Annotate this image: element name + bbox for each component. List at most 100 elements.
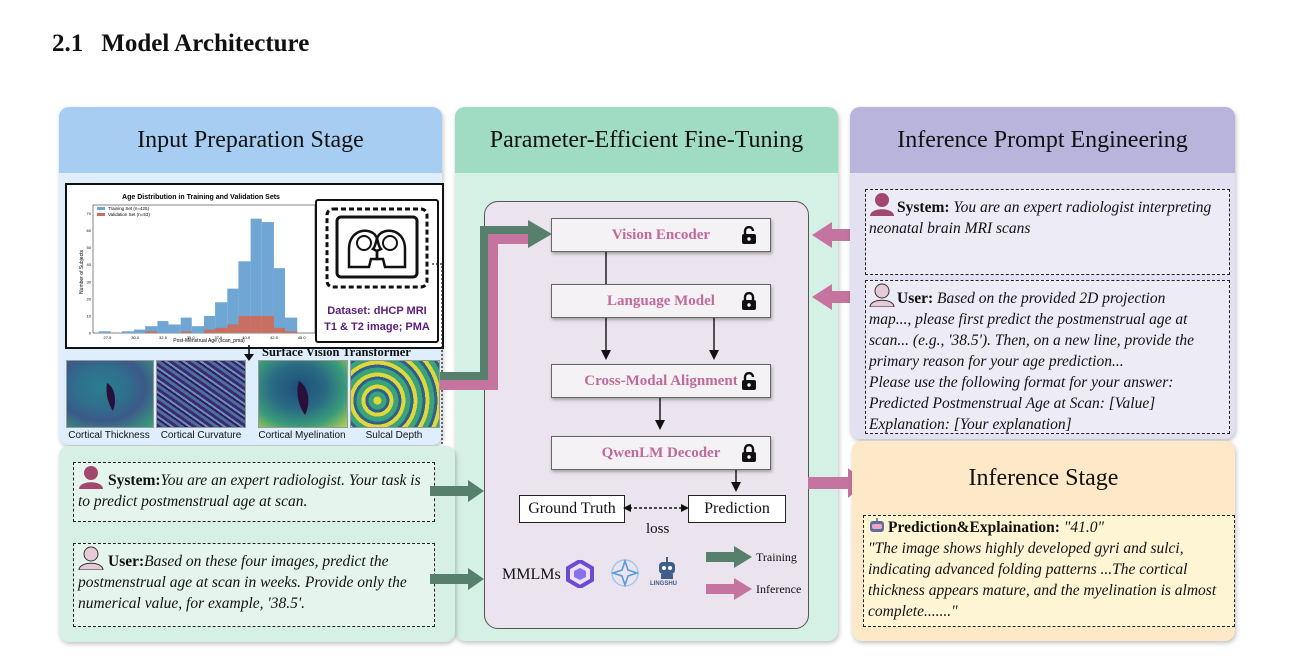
thumb-cortical-thickness [66, 360, 154, 428]
x-tick-label: 40.0 [242, 335, 251, 340]
training-bar [191, 326, 204, 333]
lingshu-logo-icon [659, 557, 675, 579]
training-bar [227, 288, 239, 333]
model-box [484, 201, 809, 629]
training-bar [145, 326, 158, 333]
vision-encoder-block: Vision Encoder [551, 218, 771, 252]
chart-ylabel: Number of Subjects [79, 250, 85, 294]
thumb-label-myelination: Cortical Myelination [258, 430, 346, 441]
validation-bar [204, 329, 216, 333]
lingshu-label: LINGSHU [650, 581, 677, 587]
decoder-block: QwenLM Decoder [551, 436, 771, 470]
y-tick-label: 40 [87, 262, 92, 267]
y-tick-label: 60 [87, 228, 92, 233]
train-prompt-panel [59, 446, 455, 642]
validation-bar [180, 331, 192, 333]
prediction-box: Prediction [688, 495, 786, 523]
prompt-panel-header [850, 107, 1235, 173]
cross-modal-label: Cross-Modal Alignment [584, 373, 738, 389]
dataset-icon-box: Dataset: dHCP MRI T1 & T2 image; PMA [315, 199, 439, 343]
input-panel-header [59, 107, 442, 173]
loss-arrow [623, 504, 689, 512]
chart-title: Age Distribution in Training and Validat… [122, 194, 280, 201]
legend-swatch-training [97, 207, 105, 210]
dataset-text-line-2: T1 & T2 image; PMA [324, 321, 430, 333]
train-user-prompt: User:Based on these four images, predict… [73, 543, 435, 627]
language-model-label: Language Model [607, 293, 715, 309]
train-system-text: You are an expert radiologist. Your task… [78, 472, 421, 510]
training-bar [250, 218, 262, 333]
infer-user-prompt: User: Based on the provided 2D projectio… [865, 280, 1230, 434]
inference-result-label: Prediction&Explaination: [888, 519, 1060, 536]
model-flow-arrows [601, 250, 741, 492]
x-tick-label: 37.5 [215, 335, 224, 340]
training-legend-label: Training [756, 550, 797, 564]
age-chart-box: Age Distribution in Training and Validat… [65, 183, 444, 349]
validation-bar [261, 315, 274, 333]
thumb-sulcal-depth [350, 360, 440, 428]
inference-legend-arrow [706, 578, 752, 600]
robot-icon [870, 518, 884, 532]
section-number: 2.1 [52, 30, 84, 57]
x-tick-label: 30.0 [131, 335, 140, 340]
inference-result-text: "The image shows highly developed gyri a… [868, 540, 1217, 620]
thumb-cortical-curvature [156, 360, 246, 428]
y-tick-label: 0 [89, 331, 92, 336]
y-tick-label: 10 [87, 313, 92, 318]
vision-encoder-label: Vision Encoder [611, 227, 711, 243]
infer-system-text: You are an expert radiologist interpreti… [869, 199, 1212, 237]
validation-bar [250, 315, 262, 333]
infer-system-label: System: [897, 199, 950, 216]
peft-panel-header [455, 107, 838, 173]
x-tick-label: 32.5 [159, 335, 168, 340]
training-bar [134, 329, 146, 333]
brain-laptop-icon [325, 207, 429, 289]
training-bar [121, 331, 135, 333]
y-tick-label: 70 [87, 211, 92, 216]
training-bar [215, 302, 228, 333]
chart-legend: Training Set (n=425) Validation Set (n=5… [97, 206, 150, 217]
training-legend-arrow [706, 546, 752, 568]
chart-to-thumbs-arrow [244, 345, 254, 361]
qwen-logo-icon [566, 560, 594, 588]
training-bar [285, 317, 298, 333]
system-user-icon [870, 193, 894, 216]
infer-user-line-2: map..., please first predict the postmen… [869, 311, 1188, 328]
train-system-prompt: System:You are an expert radiologist. Yo… [73, 462, 435, 522]
cross-modal-block: Cross-Modal Alignment [551, 364, 771, 398]
infer-user-line-6: Predicted Postmenstrual Age at Scan: [Va… [869, 395, 1156, 412]
section-title: Model Architecture [101, 30, 310, 57]
thumb-cortical-myelination [258, 360, 348, 428]
train-system-label: System: [108, 472, 161, 489]
infer-user-line-5: Please use the following format for your… [869, 374, 1174, 391]
decoder-label: QwenLM Decoder [601, 445, 721, 461]
x-tick-label: 42.5 [270, 335, 279, 340]
training-bar [204, 315, 216, 333]
y-tick-label: 30 [87, 279, 92, 284]
infer-user-line-1: Based on the provided 2D projection [937, 290, 1166, 307]
ground-truth-box: Ground Truth [519, 495, 625, 523]
validation-bar [215, 327, 228, 333]
validation-bar [238, 315, 251, 333]
training-bar [98, 331, 111, 333]
thumb-label-thickness: Cortical Thickness [68, 430, 150, 441]
infer-user-line-7: Explanation: [Your explanation] [869, 416, 1072, 433]
infer-system-prompt: System: You are an expert radiologist in… [865, 189, 1230, 275]
infer-user-line-4: primary reason for your age prediction..… [869, 353, 1124, 370]
user-icon [78, 546, 104, 571]
validation-bar [227, 324, 239, 333]
lock-icon [742, 444, 756, 462]
training-bar [157, 321, 169, 333]
inference-panel-title: Inference Stage [968, 465, 1119, 491]
inference-result-box: Prediction&Explaination: "41.0" "The ima… [863, 515, 1235, 627]
validation-bar [273, 327, 286, 333]
y-tick-label: 20 [87, 296, 92, 301]
training-bar [238, 261, 251, 333]
svt-label: Surface Vision Transformer [262, 345, 411, 359]
validation-bar [285, 331, 298, 333]
legend-validation-label: Validation Set (n=53) [108, 212, 150, 217]
training-bar [273, 268, 286, 333]
system-user-icon [79, 466, 103, 489]
inference-legend-label: Inference [756, 582, 802, 596]
